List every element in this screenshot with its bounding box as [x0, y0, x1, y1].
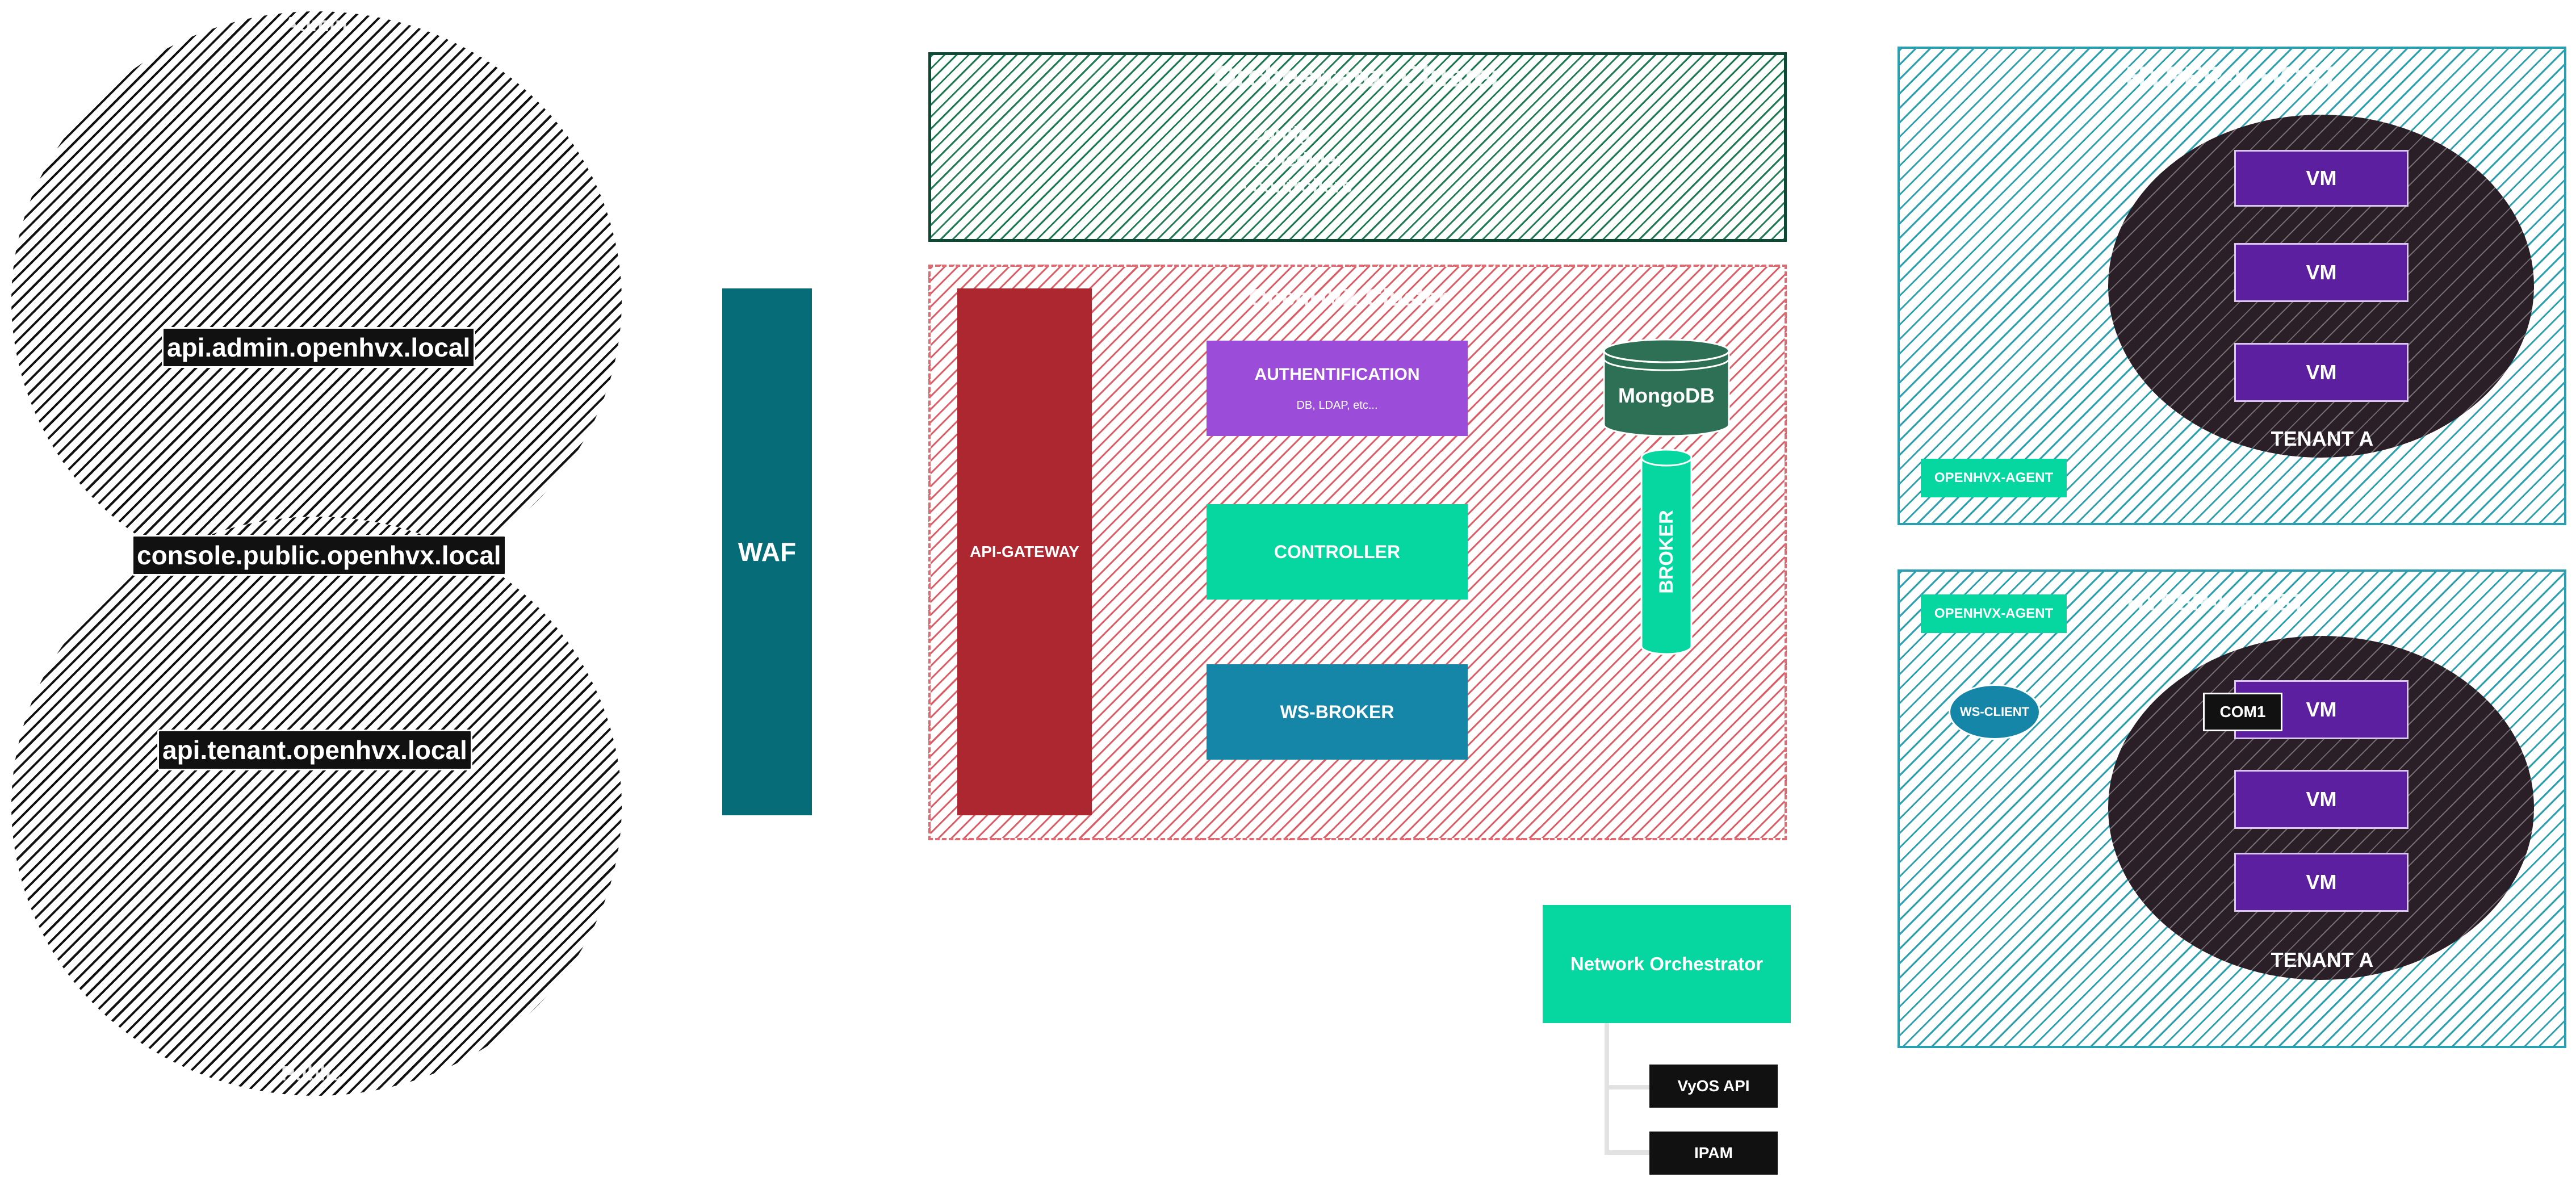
mongodb-cylinder-icon — [1603, 338, 1730, 437]
domain-api-tenant[interactable]: api.tenant.openhvx.local — [157, 730, 472, 770]
vm-host1-3[interactable]: VM — [2234, 343, 2409, 402]
mongodb-label: MongoDB — [1618, 384, 1715, 407]
admin-zone-label: Admin — [284, 12, 347, 36]
ws-client-node[interactable]: WS-CLIENT — [1949, 684, 2041, 740]
api-gateway-box[interactable]: API-GATEWAY — [957, 288, 1092, 815]
orchestrator-cluster: Orchestrator Cluster - config - schedule… — [928, 52, 1787, 242]
openhvx-title: OpenHVX Cluster — [1249, 284, 1448, 311]
broker-label: BROKER — [1655, 510, 1677, 594]
authentification-sublabel: DB, LDAP, etc... — [1296, 399, 1378, 412]
ws-broker-box[interactable]: WS-BROKER — [1207, 664, 1468, 760]
tenant-2-label: TENANT A — [2271, 948, 2374, 971]
ws-broker-label: WS-BROKER — [1280, 701, 1394, 722]
controller-label: CONTROLLER — [1274, 541, 1401, 562]
domain-console-public[interactable]: console.public.openhvx.local — [132, 535, 506, 576]
vm-host1-1[interactable]: VM — [2234, 150, 2409, 207]
openhvx-agent-host2[interactable]: OPENHVX-AGENT — [1921, 594, 2067, 633]
network-tree-line — [1605, 1022, 1649, 1155]
vm-host2-3[interactable]: VM — [2234, 853, 2409, 912]
public-zone-label: Public — [281, 1062, 343, 1085]
public-zone-circle — [11, 517, 622, 1096]
api-gateway-label: API-GATEWAY — [970, 543, 1079, 560]
orchestrator-title: Orchestrator Cluster — [1213, 60, 1502, 93]
vm-host2-2[interactable]: VM — [2234, 770, 2409, 829]
controller-box[interactable]: CONTROLLER — [1207, 504, 1468, 600]
waf-box[interactable]: WAF — [722, 288, 812, 815]
ws-client-label: WS-CLIENT — [1959, 705, 2030, 719]
ipam-label: IPAM — [1694, 1144, 1733, 1162]
waf-label: WAF — [738, 537, 797, 567]
tenant-1-label: TENANT A — [2271, 427, 2374, 450]
network-orchestrator-label: Network Orchestrator — [1570, 953, 1764, 974]
broker-cylinder-icon — [1640, 449, 1693, 655]
ipam-box[interactable]: IPAM — [1649, 1132, 1778, 1175]
network-orchestrator-box[interactable]: Network Orchestrator — [1543, 905, 1791, 1023]
orchestrator-line-1: - config — [1241, 123, 1310, 145]
orchestrator-line-3: - controllers — [1241, 175, 1352, 197]
admin-zone-circle — [11, 11, 622, 590]
vm-host1-2[interactable]: VM — [2234, 243, 2409, 302]
openhvx-agent-host2-label: OPENHVX-AGENT — [1934, 606, 2054, 621]
openhvx-agent-host1-label: OPENHVX-AGENT — [1934, 470, 2054, 485]
authentification-label: AUTHENTIFICATION — [1254, 364, 1420, 384]
vyos-api-label: VyOS API — [1677, 1077, 1750, 1095]
broker-queue-icon[interactable]: BROKER — [1640, 449, 1693, 655]
domain-api-admin[interactable]: api.admin.openhvx.local — [162, 327, 476, 368]
host-2-title: HYPER-V HOST — [2127, 589, 2306, 615]
host-1-title: HYPER-V HOST — [2125, 61, 2339, 93]
com1-label: COM1 — [2219, 703, 2266, 720]
openhvx-agent-host1[interactable]: OPENHVX-AGENT — [1921, 459, 2067, 497]
vyos-api-box[interactable]: VyOS API — [1649, 1065, 1778, 1108]
orchestrator-line-2: - scheduler — [1241, 149, 1344, 171]
com1-port[interactable]: COM1 — [2203, 693, 2282, 731]
authentification-box[interactable]: AUTHENTIFICATION DB, LDAP, etc... — [1207, 341, 1468, 436]
mongodb-database-icon[interactable]: MongoDB — [1602, 337, 1731, 438]
